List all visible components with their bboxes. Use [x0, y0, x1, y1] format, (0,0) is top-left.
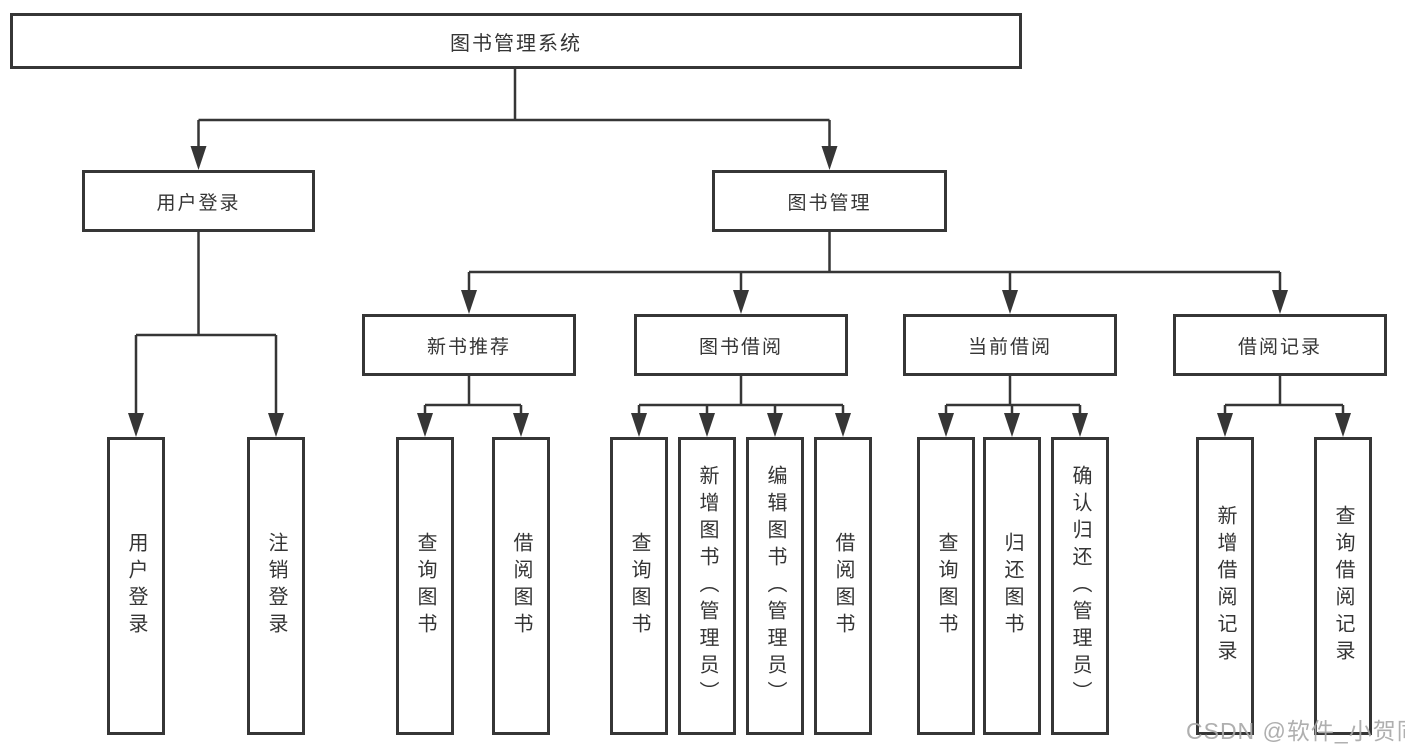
node-label: 当前借阅 — [967, 336, 1052, 358]
node-label: 查询图书 — [628, 532, 650, 640]
node-book-management-branch: 图书管理 — [712, 170, 947, 232]
node-library-system: 图书管理系统 — [10, 13, 1022, 69]
node-label: 确认归还（管理员） — [1069, 464, 1091, 708]
node-label: 查询借阅记录 — [1332, 505, 1354, 667]
node-label: 新增图书（管理员） — [696, 464, 718, 708]
node-label: 用户登录 — [156, 192, 241, 214]
node-label: 注销登录 — [265, 532, 287, 640]
node-leaf-query-borrow-record: 查询借阅记录 — [1314, 437, 1372, 735]
node-leaf-return-books: 归还图书 — [983, 437, 1041, 735]
arrowhead-icons — [128, 146, 1351, 437]
node-label: 新增借阅记录 — [1214, 505, 1236, 667]
node-new-book-recommend: 新书推荐 — [362, 314, 576, 376]
node-leaf-confirm-return-admin: 确认归还（管理员） — [1051, 437, 1109, 735]
node-label: 查询图书 — [414, 532, 436, 640]
node-label: 归还图书 — [1001, 532, 1023, 640]
node-book-borrowing: 图书借阅 — [634, 314, 848, 376]
node-leaf-borrow-books: 借阅图书 — [492, 437, 550, 735]
node-label: 图书管理 — [787, 192, 872, 214]
node-label: 借阅图书 — [832, 532, 854, 640]
node-label: 借阅图书 — [510, 532, 532, 640]
node-current-borrowing: 当前借阅 — [903, 314, 1117, 376]
node-borrowing-records: 借阅记录 — [1173, 314, 1387, 376]
node-label: 查询图书 — [935, 532, 957, 640]
node-leaf-borrow-books: 借阅图书 — [814, 437, 872, 735]
node-label: 新书推荐 — [426, 336, 511, 358]
node-leaf-add-borrow-record: 新增借阅记录 — [1196, 437, 1254, 735]
node-leaf-add-books-admin: 新增图书（管理员） — [678, 437, 736, 735]
node-label: 图书管理系统 — [450, 32, 582, 55]
node-leaf-query-books: 查询图书 — [917, 437, 975, 735]
node-leaf-query-books: 查询图书 — [396, 437, 454, 735]
node-label: 用户登录 — [125, 532, 147, 640]
node-leaf-logout: 注销登录 — [247, 437, 305, 735]
watermark-text: CSDN @软件_小贺同学 — [1186, 718, 1405, 744]
node-label: 编辑图书（管理员） — [764, 464, 786, 708]
node-leaf-edit-books-admin: 编辑图书（管理员） — [746, 437, 804, 735]
node-label: 图书借阅 — [698, 336, 783, 358]
node-user-login-branch: 用户登录 — [82, 170, 315, 232]
node-label: 借阅记录 — [1237, 336, 1322, 358]
node-leaf-query-books: 查询图书 — [610, 437, 668, 735]
node-leaf-user-login: 用户登录 — [107, 437, 165, 735]
